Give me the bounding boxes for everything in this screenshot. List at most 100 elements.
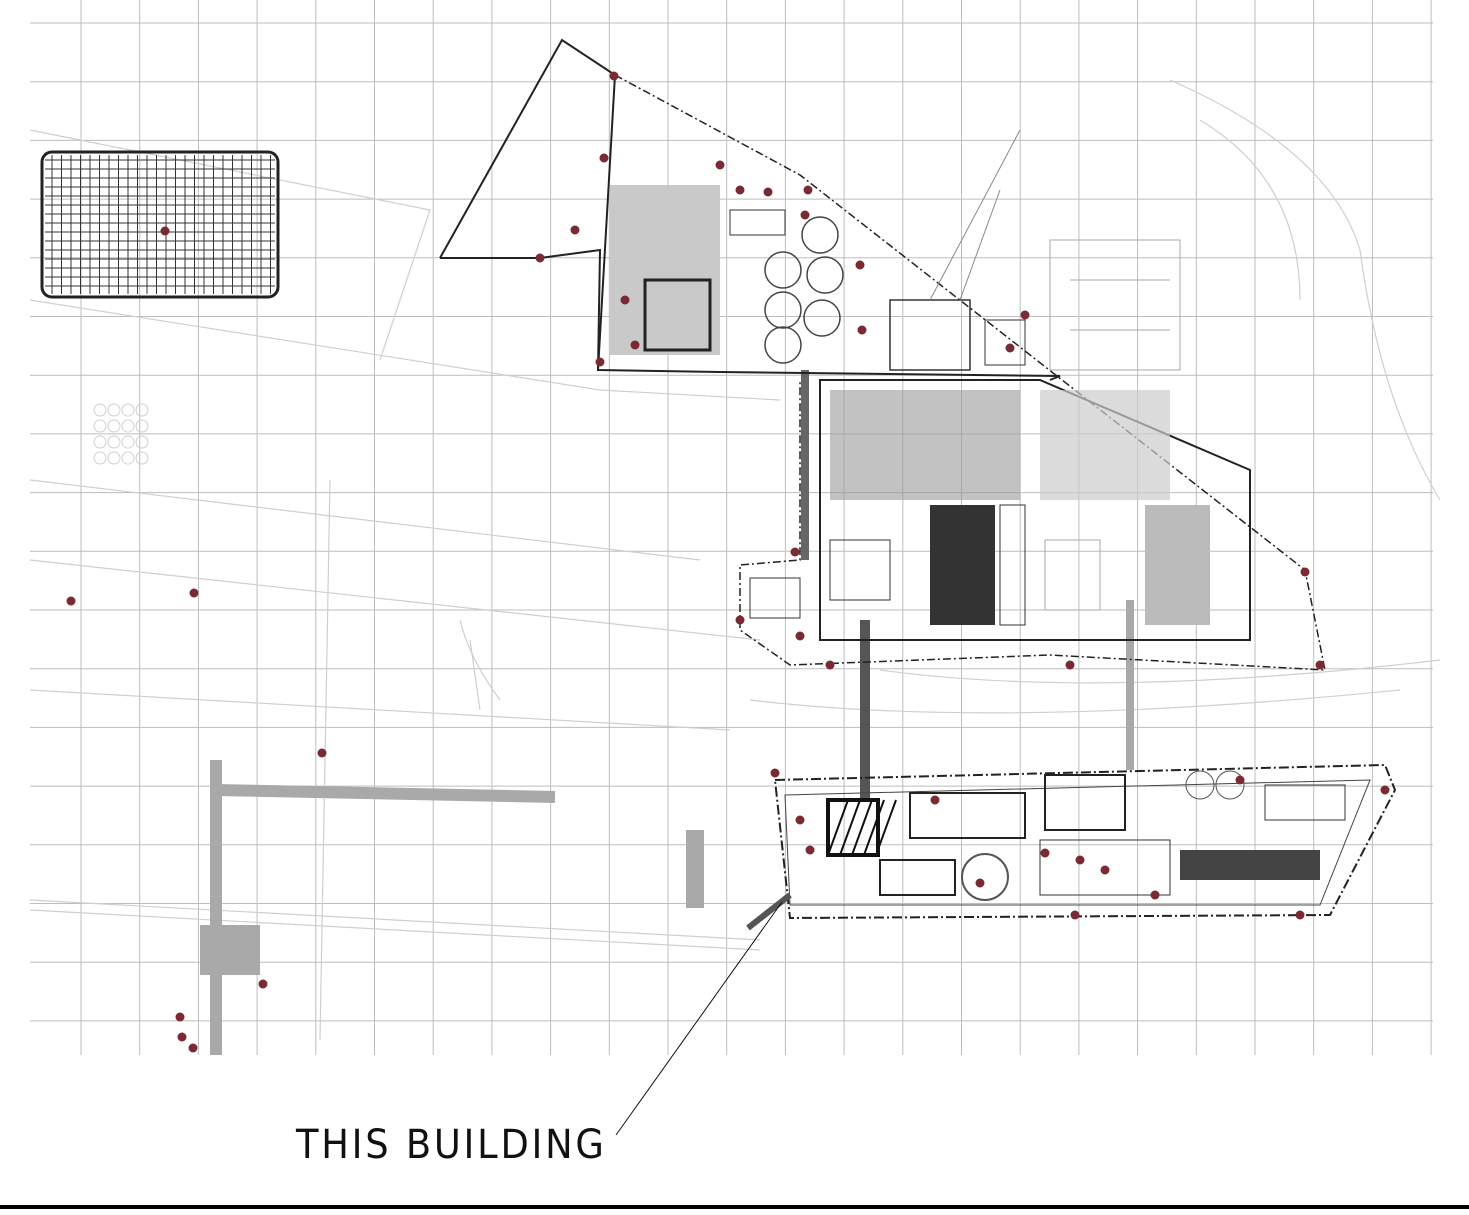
middle-site-boundary	[819, 379, 1251, 641]
context-tank	[107, 419, 121, 433]
tree-marker	[805, 845, 815, 855]
context-line	[29, 559, 761, 641]
tank	[1185, 770, 1215, 800]
switchyard-gray	[1049, 239, 1181, 371]
tree-marker	[715, 160, 725, 170]
highlighted-building	[826, 798, 897, 857]
storage-tank	[803, 299, 841, 337]
context-line	[1199, 119, 1301, 301]
tree-marker	[160, 226, 170, 236]
tree-marker	[1040, 848, 1050, 858]
tree-marker	[857, 325, 867, 335]
callout-label: THIS BUILDING	[296, 1122, 607, 1168]
south-site-boundary	[784, 779, 1371, 906]
tree-marker	[595, 357, 605, 367]
context-tank	[93, 435, 107, 449]
context-line	[29, 479, 701, 561]
clarifier-tank	[961, 853, 1009, 901]
callout-leader-line	[615, 901, 783, 1136]
process-area	[610, 185, 720, 355]
tree-marker	[1300, 567, 1310, 577]
tree-marker	[1380, 785, 1390, 795]
tree-marker	[735, 185, 745, 195]
tree-marker	[1150, 890, 1160, 900]
context-line	[29, 299, 781, 401]
context-line	[319, 479, 331, 1041]
context-line	[459, 619, 501, 711]
hatch-line	[875, 799, 897, 856]
building	[829, 539, 891, 601]
transmission-line	[929, 129, 1021, 301]
tree-marker	[825, 660, 835, 670]
storage-tank	[764, 291, 802, 329]
tree-marker	[800, 210, 810, 220]
building	[749, 577, 801, 619]
building	[984, 319, 1026, 366]
context-tank	[107, 451, 121, 465]
context-line	[749, 689, 1401, 714]
plant-sites	[40, 38, 1397, 1055]
building	[1039, 839, 1171, 896]
tree-marker	[258, 979, 268, 989]
tree-marker	[630, 340, 640, 350]
process-building	[909, 792, 1026, 839]
tree-marker	[1315, 660, 1325, 670]
building	[1264, 784, 1346, 821]
tree-marker	[177, 1032, 187, 1042]
context-line	[29, 129, 431, 361]
context-tank	[135, 419, 149, 433]
context-line	[29, 689, 731, 731]
building-gray	[1044, 539, 1101, 611]
storage-tank	[764, 326, 802, 364]
building	[729, 209, 786, 236]
context-tank	[135, 435, 149, 449]
storage-tank	[801, 216, 839, 254]
tree-marker	[1005, 343, 1015, 353]
tree-markers	[66, 71, 1390, 1053]
context-tank	[121, 419, 135, 433]
cooling-tower-block	[930, 505, 995, 625]
process-building	[643, 278, 712, 352]
access-ramp	[746, 892, 792, 931]
tree-marker	[930, 795, 940, 805]
equipment-row	[1180, 850, 1320, 880]
reference-grid	[30, 0, 1433, 1055]
tree-marker	[855, 260, 865, 270]
tree-marker	[795, 815, 805, 825]
tree-marker	[1295, 910, 1305, 920]
gray-block	[686, 830, 704, 908]
tree-marker	[1100, 865, 1110, 875]
hatch-line	[863, 799, 885, 856]
tree-marker	[795, 631, 805, 641]
tree-marker	[735, 615, 745, 625]
tree-marker	[790, 547, 800, 557]
building	[999, 504, 1026, 626]
hatch-line	[827, 799, 849, 856]
power-block	[830, 390, 1020, 500]
tree-marker	[175, 1012, 185, 1022]
tree-marker	[975, 878, 985, 888]
tree-marker	[317, 748, 327, 758]
context-tank	[135, 403, 149, 417]
tree-marker	[570, 225, 580, 235]
north-site-boundary	[440, 248, 602, 371]
switchyard	[889, 299, 971, 371]
tree-marker	[66, 596, 76, 606]
access-road	[210, 760, 556, 1055]
hatch-line	[851, 799, 873, 856]
gray-area	[200, 925, 260, 975]
context-line	[29, 909, 761, 951]
tree-marker	[1075, 855, 1085, 865]
tree-marker	[609, 71, 619, 81]
tree-marker	[1070, 910, 1080, 920]
context-tank	[93, 451, 107, 465]
tree-marker	[599, 153, 609, 163]
storage-tank	[806, 256, 844, 294]
tree-marker	[803, 185, 813, 195]
tree-marker	[1235, 775, 1245, 785]
site-fence-dashed	[614, 74, 1326, 671]
context-tank	[93, 403, 107, 417]
tree-marker	[188, 1043, 198, 1053]
context-tank	[121, 451, 135, 465]
